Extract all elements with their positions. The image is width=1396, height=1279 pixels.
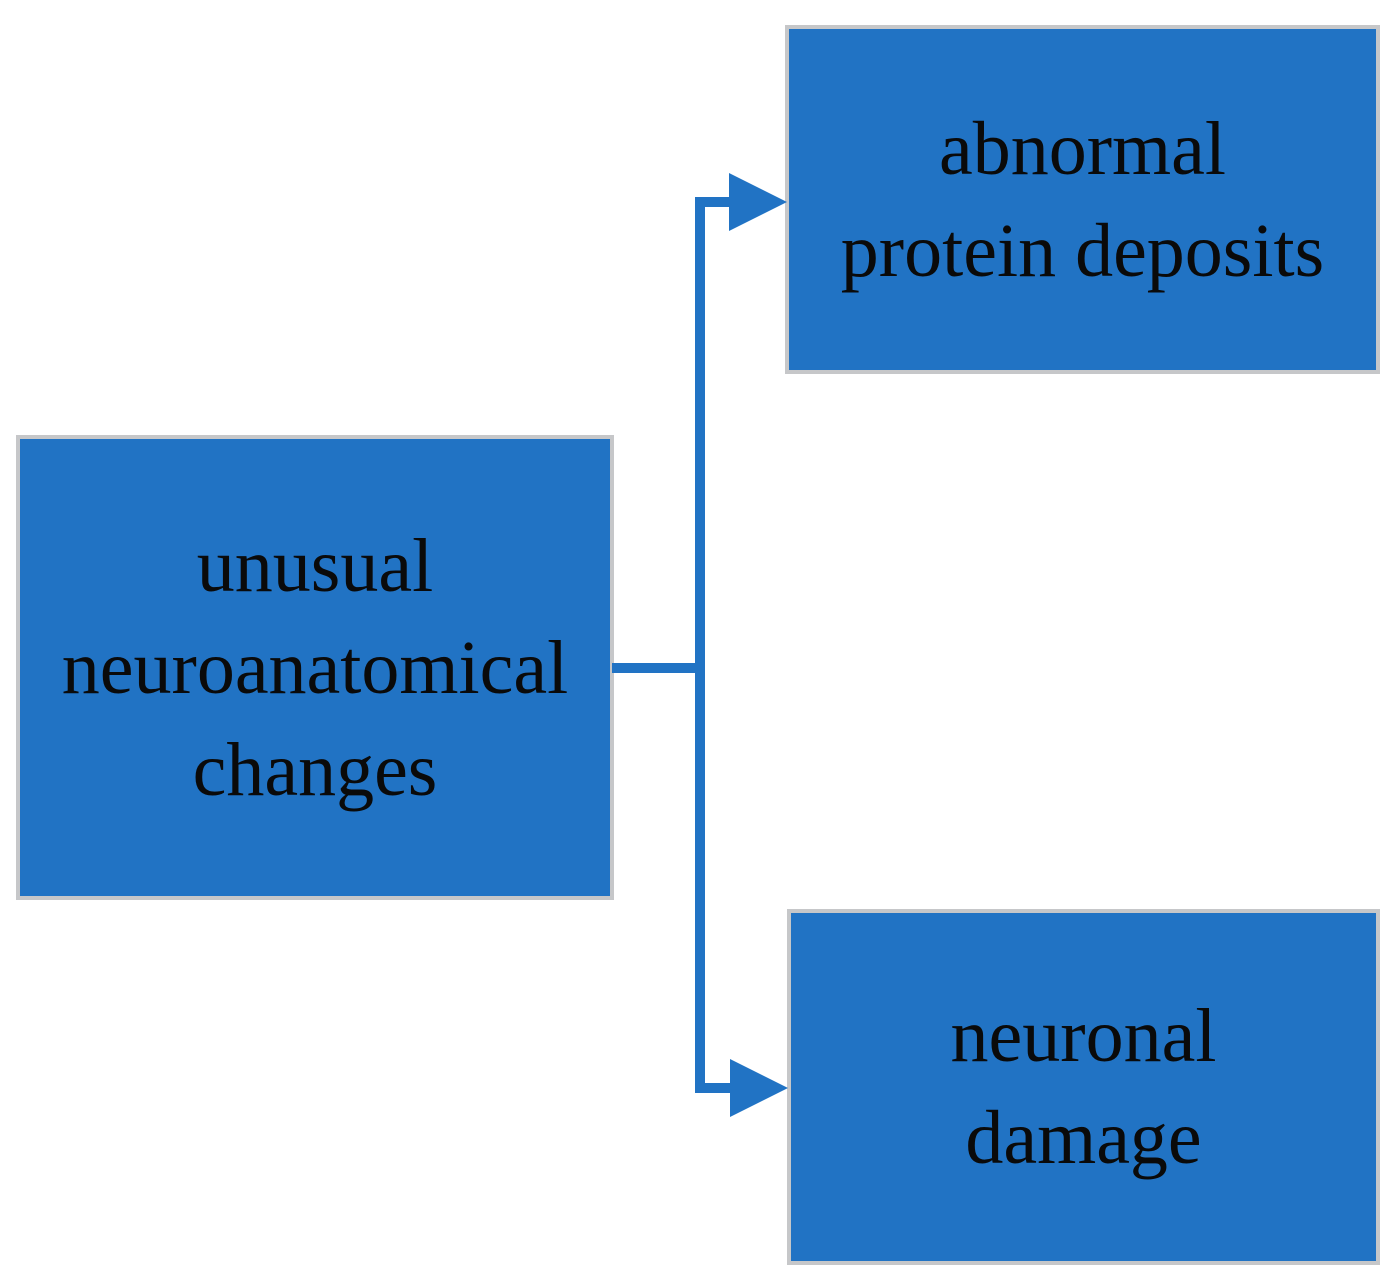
connector-vertical-trunk: [695, 197, 705, 1093]
node-text-line: protein deposits: [840, 208, 1325, 293]
node-unusual-neuroanatomical-changes: unusual neuroanatomical changes: [16, 435, 614, 900]
node-text-line: damage: [965, 1096, 1202, 1180]
node-neuronal-damage: neuronal damage: [787, 909, 1380, 1265]
connector-stub-to-bottom: [700, 1083, 734, 1093]
arrowhead-top-icon: [729, 173, 787, 231]
node-text-line: changes: [192, 727, 438, 812]
node-text-line: abnormal: [938, 106, 1226, 191]
node-text-line: unusual: [196, 523, 434, 608]
node-text-line: neuronal: [950, 994, 1217, 1078]
node-abnormal-protein-deposits: abnormal protein deposits: [785, 25, 1380, 374]
connector-stub-to-top: [700, 197, 734, 207]
node-text-line: neuroanatomical: [61, 625, 569, 710]
arrowhead-bottom-icon: [730, 1059, 788, 1117]
connector-horizontal-from-source: [612, 663, 700, 673]
